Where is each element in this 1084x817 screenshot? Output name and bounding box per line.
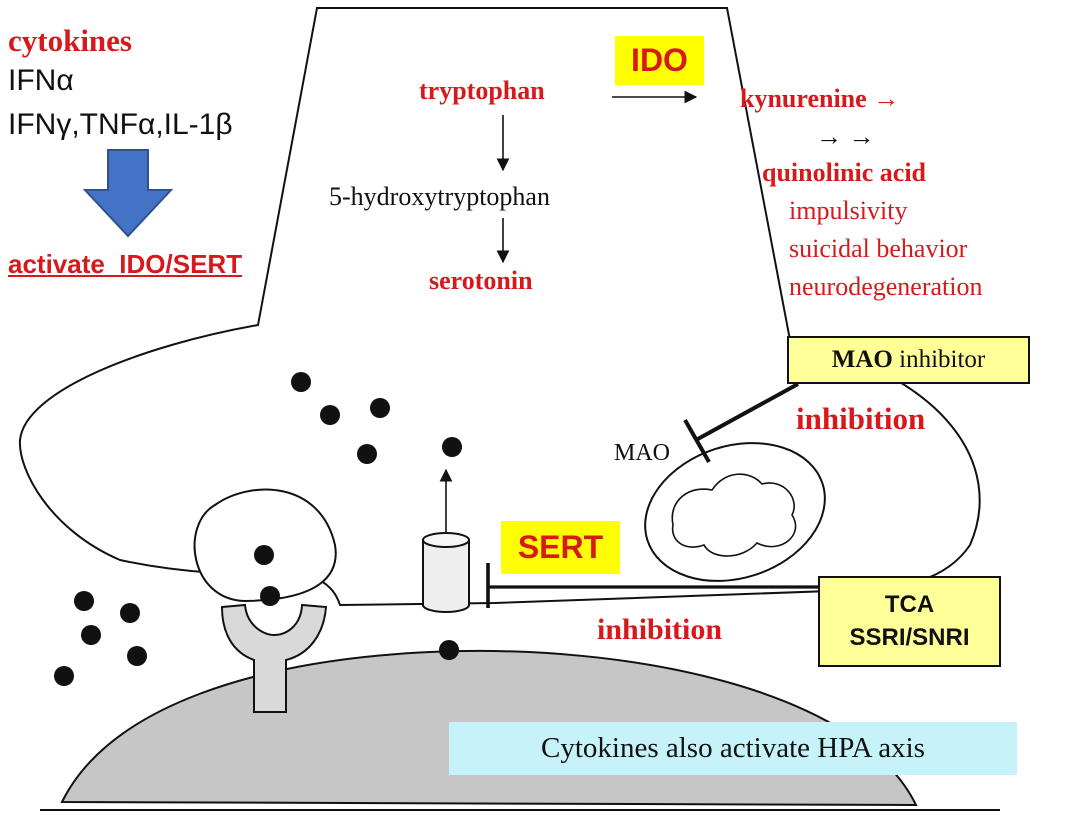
sert-badge: SERT	[501, 521, 620, 574]
tca-ssri-snri-box: TCA SSRI/SNRI	[818, 576, 1001, 667]
serotonin-dot	[442, 437, 462, 457]
effect-suicidal-behavior: suicidal behavior	[789, 234, 968, 263]
pathway-arrows-label: → →	[816, 122, 875, 151]
mao-inhibition-label: inhibition	[796, 401, 926, 436]
serotonin-dot	[254, 545, 274, 565]
serotonin-receptor	[220, 603, 328, 713]
effect-impulsivity: impulsivity	[789, 196, 908, 225]
serotonin-dot	[74, 591, 94, 611]
serotonin-dot	[291, 372, 311, 392]
mao-inhibitor-box-bold: MAO	[831, 346, 893, 373]
effect-neurodegeneration: neurodegeneration	[789, 272, 983, 301]
hpa-axis-note: Cytokines also activate HPA axis	[449, 722, 1017, 775]
mitochondrion-cristae	[671, 473, 797, 557]
mao-label: MAO	[614, 440, 671, 466]
mao-inhibitor-box: MAO inhibitor	[787, 336, 1030, 384]
ifn-gamma-tnf-il1-label: IFNγ,TNFα,IL-1β	[8, 108, 233, 141]
quinolinic-acid-label: quinolinic acid	[762, 158, 926, 187]
serotonin-dot	[120, 603, 140, 623]
ifn-alpha-label: IFNα	[8, 64, 74, 97]
mao-inhibition-bar	[683, 419, 711, 463]
cytokines-title: cytokines	[8, 23, 132, 58]
tca-label: TCA	[884, 591, 935, 619]
serotonin-label: serotonin	[429, 266, 533, 295]
serotonin-dot	[357, 444, 377, 464]
serotonin-dot	[370, 398, 390, 418]
serotonin-dot	[260, 586, 280, 606]
serotonin-dot	[54, 666, 74, 686]
serotonin-molecules	[54, 372, 462, 686]
serotonin-dot	[81, 625, 101, 645]
sert-transporter	[422, 532, 470, 613]
ssri-snri-label: SSRI/SNRI	[849, 623, 970, 651]
sert-inhibition-label: inhibition	[597, 613, 723, 646]
serotonin-dot	[320, 405, 340, 425]
mao-inhibitor-box-rest: inhibitor	[892, 346, 986, 373]
ido-badge: IDO	[615, 36, 704, 85]
serotonin-dot	[439, 640, 459, 660]
kynurenine-label: kynurenine →	[740, 84, 900, 113]
activate-ido-sert-label: activate IDO/SERT	[8, 249, 243, 279]
serotonin-dot	[127, 646, 147, 666]
tryptophan-label: tryptophan	[419, 76, 545, 105]
activation-arrow	[82, 149, 174, 238]
hydroxytryptophan-label: 5-hydroxytryptophan	[329, 182, 550, 211]
mao-inhibition-line	[695, 382, 799, 442]
